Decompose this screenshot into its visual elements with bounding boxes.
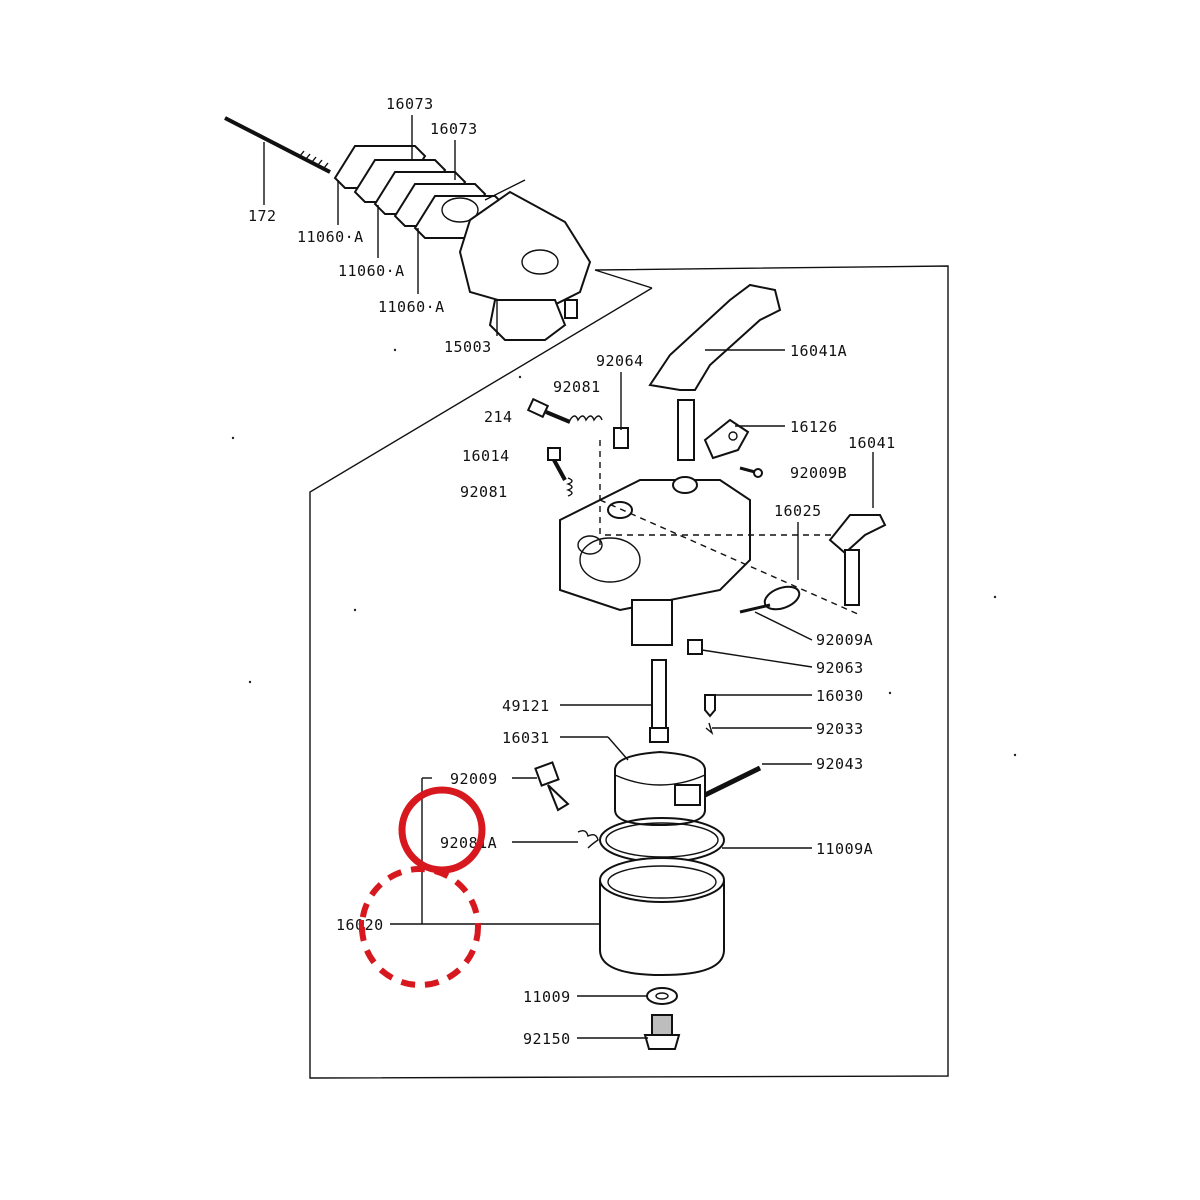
label-92043: 92043 (816, 755, 864, 773)
stud-bolt (224, 116, 331, 174)
label-92081-lower: 92081 (460, 483, 508, 501)
spring-92081-lower (566, 477, 573, 497)
spring-92081A (577, 829, 599, 849)
label-92150: 92150 (523, 1030, 571, 1048)
scan-speckles (231, 348, 1017, 757)
label-92064: 92064 (596, 352, 644, 370)
gasket-stack (333, 145, 507, 239)
label-16041: 16041 (848, 434, 896, 452)
label-214: 214 (484, 408, 513, 426)
drain-bolt-92150 (643, 1014, 681, 1050)
label-16073-upper: 16073 (386, 95, 434, 113)
label-11009A: 11009A (816, 840, 873, 858)
label-92009B: 92009B (790, 464, 847, 482)
label-172: 172 (248, 207, 277, 225)
label-16073-lower: 16073 (430, 120, 478, 138)
screw-92063 (687, 639, 703, 655)
label-15003: 15003 (444, 338, 492, 356)
screw-92009B (739, 466, 763, 478)
label-16030: 16030 (816, 687, 864, 705)
label-16025: 16025 (774, 502, 822, 520)
label-92009A: 92009A (816, 631, 873, 649)
label-92081A: 92081A (440, 834, 497, 852)
label-49121: 49121 (502, 697, 550, 715)
choke-lever-16041 (828, 514, 887, 606)
spring-92081-upper (569, 415, 603, 422)
label-92009: 92009 (450, 770, 498, 788)
highlight-mark (359, 920, 364, 932)
clip-92033 (705, 722, 714, 736)
float-bowl-16020 (599, 857, 725, 977)
jet-92064 (613, 427, 629, 449)
screw-92009A (739, 603, 771, 614)
label-92033: 92033 (816, 720, 864, 738)
label-11060A-1: 11060·A (297, 228, 364, 246)
label-16031: 16031 (502, 729, 550, 747)
emulsion-tube-49121 (649, 659, 669, 743)
label-16014: 16014 (462, 447, 510, 465)
float-pin-92043 (703, 765, 762, 798)
label-11060A-2: 11060·A (338, 262, 405, 280)
detail-frame-pointer (594, 269, 653, 289)
label-92081-upper: 92081 (553, 378, 601, 396)
choke-plate-16126 (703, 418, 750, 460)
label-16126: 16126 (790, 418, 838, 436)
float-16031 (614, 750, 706, 827)
screw-92009 (534, 761, 570, 812)
detail-frame (309, 265, 949, 1079)
throttle-plate-16025 (763, 585, 801, 611)
screw-16014 (547, 447, 567, 481)
label-92063: 92063 (816, 659, 864, 677)
small-carburetor-assembly (458, 179, 592, 341)
needle-16030 (704, 694, 716, 718)
label-11060A-3: 11060·A (378, 298, 445, 316)
throttle-lever (648, 283, 782, 461)
screw-214 (526, 397, 571, 424)
label-16041A: 16041A (790, 342, 847, 360)
gasket-11009 (646, 987, 678, 1005)
carburetor-body (559, 476, 751, 646)
highlight-circle-solid (398, 786, 486, 874)
label-11009: 11009 (523, 988, 571, 1006)
